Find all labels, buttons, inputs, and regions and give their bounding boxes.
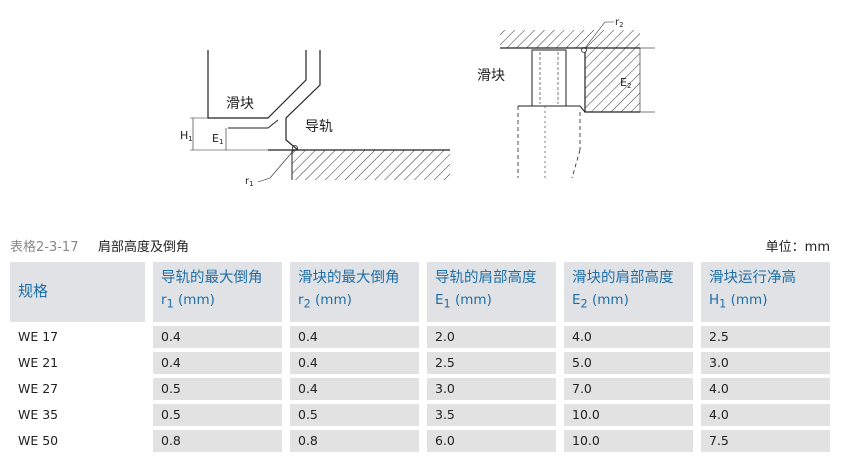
cell-e2: 10.0 [556,403,693,426]
h1-label: H1 [180,129,193,143]
left-diagram: 滑块 导轨 H1 E1 r1 [180,50,450,188]
slider-outline [207,50,307,119]
cell-r2: 0.8 [282,429,419,452]
left-slider-label: 滑块 [226,95,254,112]
cell-h1: 7.5 [693,429,830,452]
table-row: WE 21 0.4 0.4 2.5 5.0 3.0 [10,351,830,374]
table-row: WE 50 0.8 0.8 6.0 10.0 7.5 [10,429,830,452]
cell-h1: 2.5 [693,325,830,348]
cell-r2: 0.4 [282,377,419,400]
header-r1: 导轨的最大倒角 r1 (mm) [145,262,282,322]
slider-shoulder [228,119,279,129]
cell-e2: 10.0 [556,429,693,452]
cell-r1: 0.5 [145,377,282,400]
bolt [531,49,567,107]
header-h1: 滑块运行净高 H1 (mm) [693,262,830,322]
cell-r2: 0.4 [282,325,419,348]
header-spec: 规格 [10,262,145,322]
left-rail-label: 导轨 [305,119,333,135]
cell-e2: 5.0 [556,351,693,374]
table-id: 表格2-3-17 [10,240,79,255]
cell-spec: WE 50 [10,429,145,452]
cell-r1: 0.4 [145,351,282,374]
table-unit: 单位：mm [765,240,830,255]
table-caption: 表格2-3-17 肩部高度及倒角 单位：mm [10,235,830,255]
cell-h1: 4.0 [693,403,830,426]
base-hatch [292,150,450,180]
shoulder-table: 规格 导轨的最大倒角 r1 (mm) 滑块的最大倒角 r2 (mm) 导轨的肩部… [10,258,830,456]
rail-outline [285,50,321,151]
cell-r1: 0.5 [145,403,282,426]
shoulder-diagram: 滑块 导轨 H1 E1 r1 滑块 [180,17,655,188]
right-slider-label: 滑块 [477,67,505,84]
cell-e1: 6.0 [419,429,556,452]
table-header-row: 规格 导轨的最大倒角 r1 (mm) 滑块的最大倒角 r2 (mm) 导轨的肩部… [10,262,830,322]
right-diagram: 滑块 E2 r2 [477,17,655,179]
table-row: WE 27 0.5 0.4 3.0 7.0 4.0 [10,377,830,400]
cell-e1: 2.0 [419,325,556,348]
header-e2: 滑块的肩部高度 E2 (mm) [556,262,693,322]
cell-spec: WE 17 [10,325,145,348]
table-row: WE 17 0.4 0.4 2.0 4.0 2.5 [10,325,830,348]
cell-h1: 4.0 [693,377,830,400]
cell-r1: 0.8 [145,429,282,452]
cell-r1: 0.4 [145,325,282,348]
cell-spec: WE 27 [10,377,145,400]
cell-h1: 3.0 [693,351,830,374]
e1-label: E1 [212,132,223,146]
header-r2: 滑块的最大倒角 r2 (mm) [282,262,419,322]
e2-label: E2 [620,76,631,90]
shoulder-hatch [585,48,640,112]
cell-e1: 2.5 [419,351,556,374]
cell-spec: WE 21 [10,351,145,374]
top-plate-hatch [500,30,640,48]
table-title: 肩部高度及倒角 [98,240,190,255]
cell-r2: 0.5 [282,403,419,426]
r1-label: r1 [245,176,254,188]
cell-e1: 3.5 [419,403,556,426]
cell-e2: 7.0 [556,377,693,400]
table-row: WE 35 0.5 0.5 3.5 10.0 4.0 [10,403,830,426]
r2-label: r2 [615,17,624,29]
header-e1: 导轨的肩部高度 E1 (mm) [419,262,556,322]
cell-spec: WE 35 [10,403,145,426]
cell-r2: 0.4 [282,351,419,374]
cell-e2: 4.0 [556,325,693,348]
cell-e1: 3.0 [419,377,556,400]
